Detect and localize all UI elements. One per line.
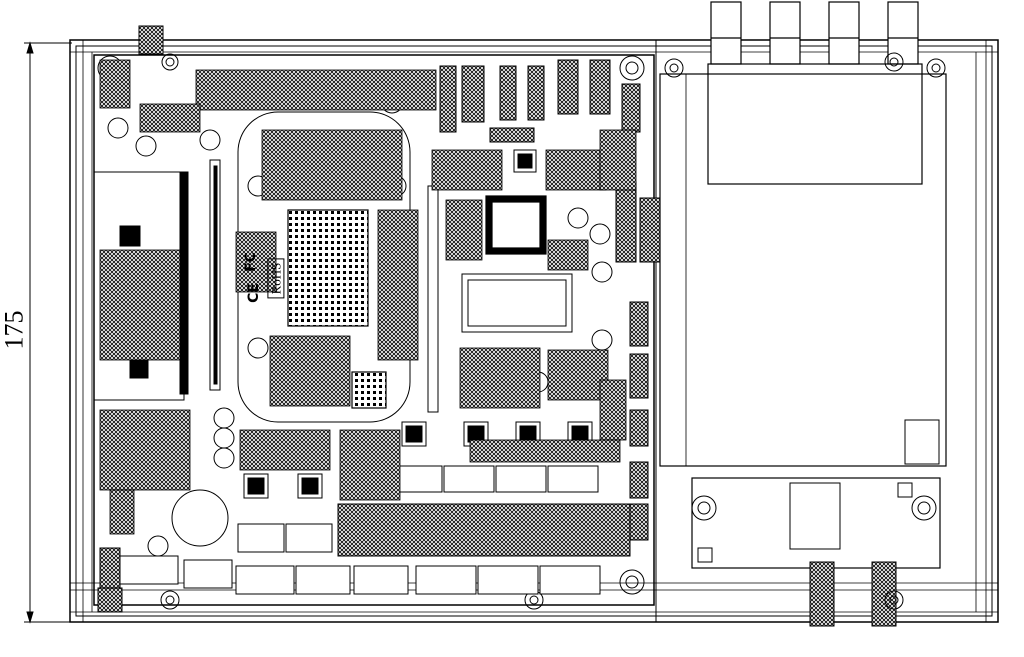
right-module (659, 63, 947, 569)
rf-connectors-top (710, 1, 919, 65)
fcc-mark: FC (242, 252, 259, 272)
mounting-holes (97, 52, 946, 610)
cpu-chip (287, 195, 547, 409)
ce-mark: CE (245, 283, 262, 303)
antenna-connector (138, 25, 164, 55)
enclosure-outline (69, 39, 999, 623)
pin-headers (439, 59, 661, 541)
dimension-line (24, 41, 72, 624)
bottom-connectors (97, 465, 631, 613)
dimension-label: 175 (0, 310, 28, 350)
component-clusters (99, 59, 637, 535)
memory-slots (179, 159, 573, 413)
rohs-mark: RoHS (267, 258, 285, 299)
coax-connectors-bottom (809, 561, 897, 627)
